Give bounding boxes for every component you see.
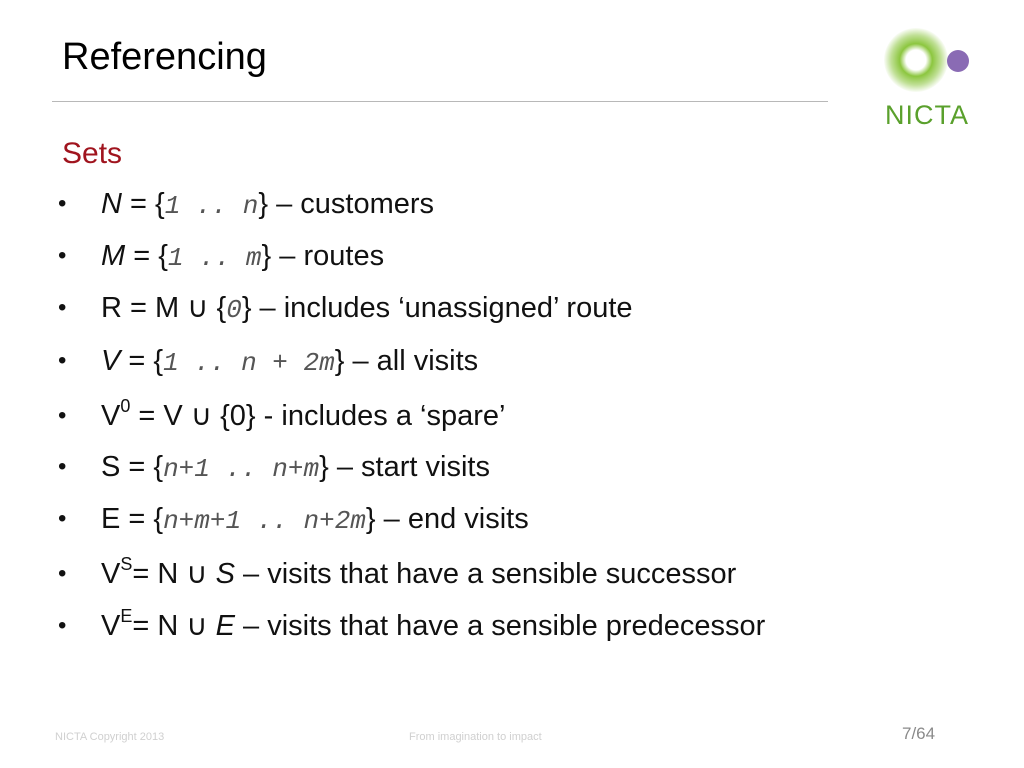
logo-green-circle-icon	[884, 28, 948, 92]
close-brace: }	[365, 503, 376, 535]
description: – includes ‘unassigned’ route	[251, 292, 633, 324]
set-symbol: M	[101, 240, 126, 272]
bullet-text: R = M ∪ {0} – includes ‘unassigned’ rout…	[101, 288, 633, 330]
bullet-text: E = {n+m+1 .. n+2m} – end visits	[101, 499, 529, 541]
bullet-all-visits: • V = {1 .. n + 2m} – all visits	[58, 341, 958, 381]
description: – routes	[271, 240, 385, 272]
lhs: E = {	[101, 503, 164, 535]
bullet-unassigned-route: • R = M ∪ {0} – includes ‘unassigned’ ro…	[58, 288, 958, 328]
bullet-icon: •	[58, 242, 67, 269]
lhs: S = {	[101, 451, 164, 483]
base-symbol: V	[101, 610, 121, 642]
bullet-customers: • N = {1 .. n} – customers	[58, 184, 958, 224]
union-operator: ∪	[186, 558, 208, 590]
bullet-text: S = {n+1 .. n+m} – start visits	[101, 447, 490, 489]
slide-title: Referencing	[62, 36, 267, 78]
union-operator: ∪	[190, 400, 213, 432]
union-operator: ∪	[187, 292, 209, 324]
bullet-text: N = {1 .. n} – customers	[101, 184, 434, 226]
bullet-icon: •	[58, 402, 67, 429]
bullet-text: V = {1 .. n + 2m} – all visits	[101, 341, 478, 383]
bullet-text: VS= N ∪ S – visits that have a sensible …	[101, 554, 736, 594]
range: n+1 .. n+m	[163, 454, 320, 484]
title-divider	[52, 101, 828, 102]
bullet-icon: •	[58, 347, 67, 374]
set-symbol: N	[101, 188, 122, 220]
bullet-text: V0 = V ∪ {0} - includes a ‘spare’	[101, 396, 505, 436]
equals-brace: = {	[125, 240, 168, 272]
description: – all visits	[344, 345, 479, 377]
close-brace: }	[261, 240, 272, 272]
set-symbol: S	[207, 558, 235, 590]
superscript: E	[120, 606, 133, 627]
bullet-successor: • VS= N ∪ S – visits that have a sensibl…	[58, 554, 958, 594]
description: {0} - includes a ‘spare’	[212, 400, 506, 432]
bullet-routes: • M = {1 .. m} – routes	[58, 236, 958, 276]
range: 1 .. m	[167, 243, 262, 273]
description: – customers	[268, 188, 435, 220]
footer-copyright: NICTA Copyright 2013	[55, 731, 165, 743]
description: – visits that have a sensible predecesso…	[235, 610, 766, 642]
set-symbol: V	[101, 345, 121, 377]
set-symbol: E	[207, 610, 235, 642]
superscript: 0	[120, 396, 131, 417]
range: 1 .. n	[164, 191, 259, 221]
section-heading: Sets	[62, 137, 123, 170]
footer-tagline: From imagination to impact	[409, 731, 542, 743]
superscript: S	[120, 554, 133, 575]
nicta-logo: NICTA	[880, 26, 980, 136]
bullet-icon: •	[58, 505, 67, 532]
rhs: = N	[132, 610, 187, 642]
range: 1 .. n + 2m	[163, 348, 335, 378]
open-brace: {	[208, 292, 227, 324]
bullet-icon: •	[58, 612, 67, 639]
close-brace: }	[258, 188, 269, 220]
description: – end visits	[375, 503, 529, 535]
bullet-text: M = {1 .. m} – routes	[101, 236, 384, 278]
equals-brace: = {	[121, 188, 165, 220]
bullet-icon: •	[58, 190, 67, 217]
lhs: R = M	[101, 292, 188, 324]
close-brace: }	[241, 292, 252, 324]
union-operator: ∪	[186, 610, 208, 642]
description: – visits that have a sensible successor	[235, 558, 737, 590]
description: – start visits	[328, 451, 490, 483]
bullet-icon: •	[58, 560, 67, 587]
base-symbol: V	[101, 558, 121, 590]
range: n+m+1 .. n+2m	[163, 506, 366, 536]
bullet-start-visits: • S = {n+1 .. n+m} – start visits	[58, 447, 958, 487]
rhs: = V	[130, 400, 191, 432]
bullet-text: VE= N ∪ E – visits that have a sensible …	[101, 606, 765, 646]
close-brace: }	[334, 345, 345, 377]
rhs: = N	[132, 558, 187, 590]
logo-text: NICTA	[885, 100, 969, 130]
logo-purple-dot-icon	[947, 50, 969, 72]
bullet-icon: •	[58, 294, 67, 321]
page-number: 7/64	[902, 724, 936, 743]
bullet-end-visits: • E = {n+m+1 .. n+2m} – end visits	[58, 499, 958, 539]
bullet-icon: •	[58, 453, 67, 480]
bullet-predecessor: • VE= N ∪ E – visits that have a sensibl…	[58, 606, 958, 646]
base-symbol: V	[101, 400, 121, 432]
bullet-spare: • V0 = V ∪ {0} - includes a ‘spare’	[58, 396, 958, 436]
range: 0	[226, 295, 242, 325]
close-brace: }	[319, 451, 329, 483]
equals-brace: = {	[120, 345, 164, 377]
